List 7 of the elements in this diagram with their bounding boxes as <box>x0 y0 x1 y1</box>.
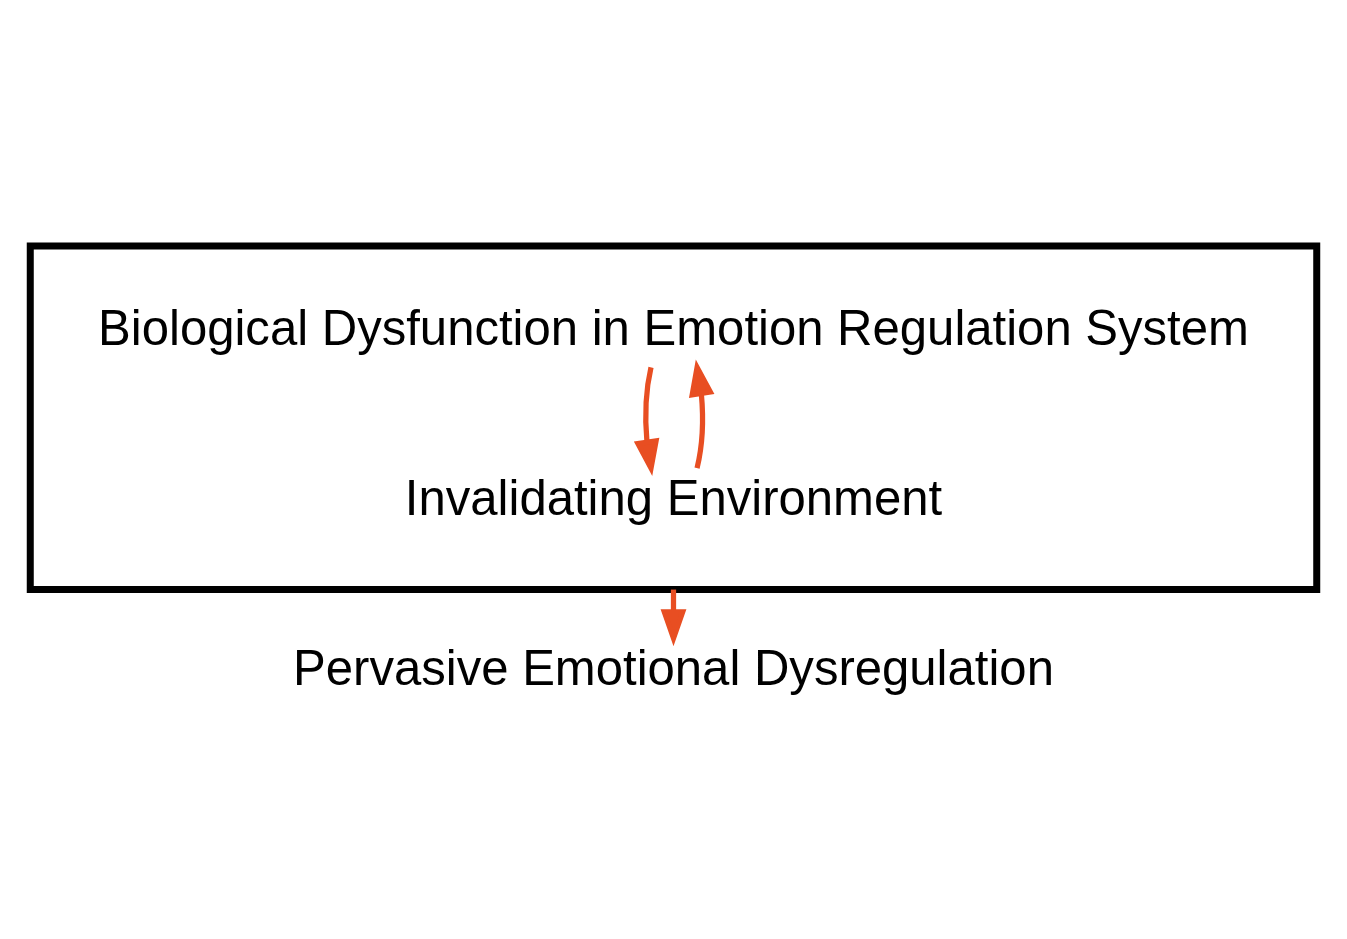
arrow <box>660 589 687 647</box>
node-text: Biological Dysfunction in Emotion Regulation System <box>98 300 1249 355</box>
arrow <box>688 359 715 469</box>
cluster <box>26 242 1321 594</box>
node-text: Pervasive Emotional Dysregulation <box>293 640 1054 695</box>
arrow <box>633 366 660 477</box>
node-text: Invalidating Environment <box>404 470 943 525</box>
